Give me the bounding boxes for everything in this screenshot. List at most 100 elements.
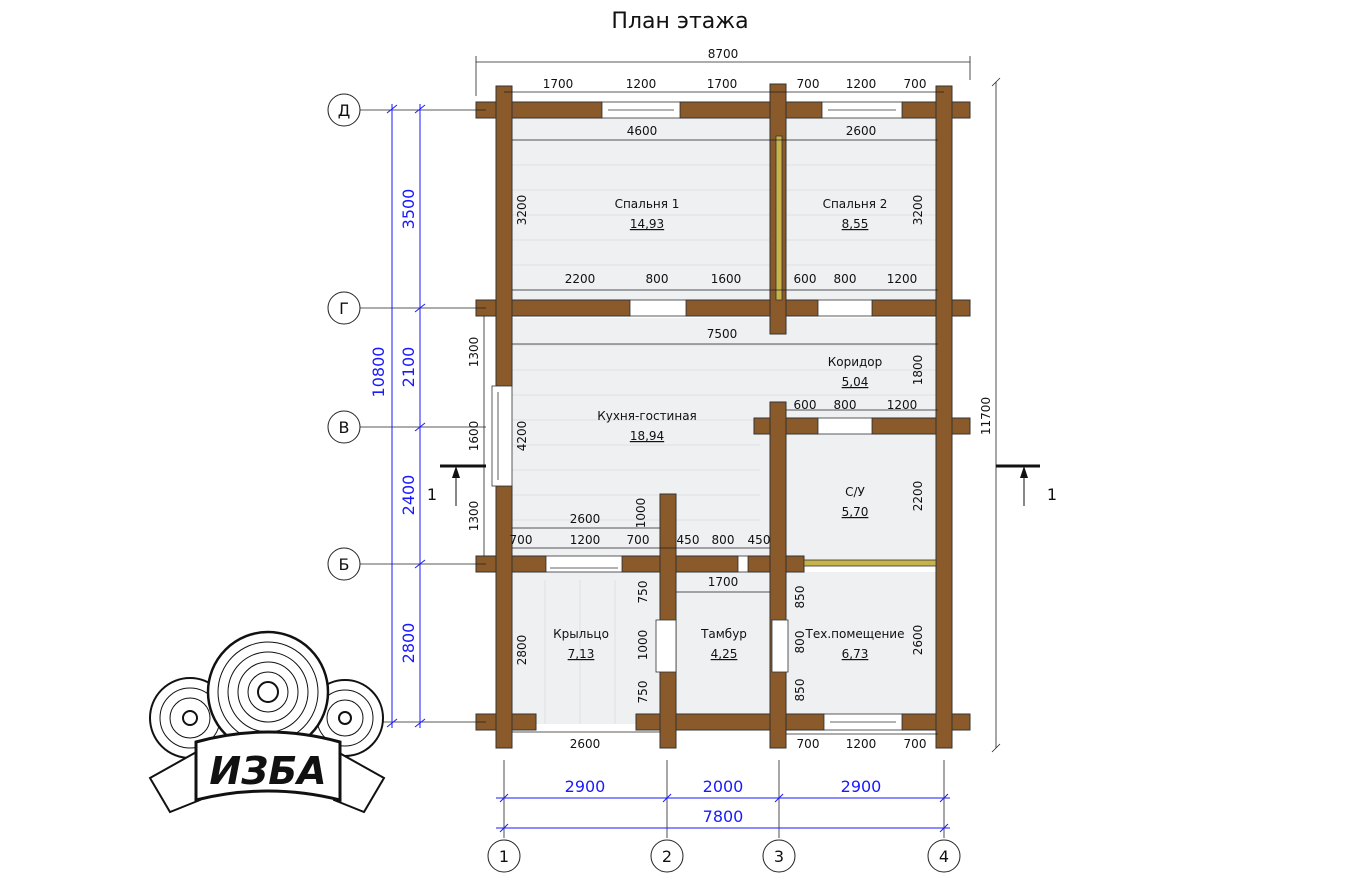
room-area: 14,93 — [630, 217, 664, 231]
axis-bubbles-numbers: 1 2 3 4 — [487, 839, 961, 873]
dim-text: 1200 — [846, 737, 877, 751]
dim-blue: 2800 — [399, 623, 418, 664]
room-name: Коридор — [828, 355, 883, 369]
dim-text: 1700 — [707, 77, 738, 91]
dim-text: 850 — [793, 586, 807, 609]
axis-label: Г — [339, 299, 349, 318]
dim-text: 850 — [793, 679, 807, 702]
blue-dimensions: 3500 2100 2400 2800 10800 2900 2000 2900… — [369, 189, 881, 826]
dim-blue: 3500 — [399, 189, 418, 230]
inner-dimensions: 4600 2600 2200 800 1600 600 800 1200 750… — [510, 124, 927, 751]
section-mark-left: 1 — [427, 485, 437, 504]
dim-text: 3200 — [911, 195, 925, 226]
dim-text: 1200 — [887, 272, 918, 286]
dim-text: 600 — [794, 272, 817, 286]
dim-text: 2600 — [570, 737, 601, 751]
plan-title: План этажа — [611, 9, 748, 34]
section-mark-right: 1 — [1047, 485, 1057, 504]
axis-label: В — [339, 418, 350, 437]
room-labels: Спальня 1 14,93 Спальня 2 8,55 Коридор 5… — [553, 197, 904, 661]
vertical-dimensions: 3200 3200 1300 1600 1300 4200 1800 2200 … — [467, 195, 993, 704]
dim-text: 700 — [797, 737, 820, 751]
dim-text: 2800 — [515, 635, 529, 666]
dim-text: 750 — [636, 581, 650, 604]
dim-text: 1200 — [570, 533, 601, 547]
room-name: Кухня-гостиная — [597, 409, 697, 423]
room-area: 8,55 — [842, 217, 869, 231]
dim-overall-height: 11700 — [979, 397, 993, 435]
dim-text: 1600 — [711, 272, 742, 286]
dim-text: 2200 — [911, 481, 925, 512]
room-name: Тамбур — [700, 627, 747, 641]
axis-label: 2 — [662, 847, 672, 866]
dim-text: 450 — [748, 533, 771, 547]
dim-text: 1700 — [543, 77, 574, 91]
axis-label: 1 — [499, 847, 509, 866]
dim-overall-width: 8700 — [708, 47, 739, 61]
room-name: Спальня 2 — [823, 197, 888, 211]
dim-text: 1200 — [626, 77, 657, 91]
dim-blue: 2100 — [399, 347, 418, 388]
dim-text: 450 — [677, 533, 700, 547]
dim-text: 800 — [834, 272, 857, 286]
axis-lines — [360, 56, 1001, 838]
room-area: 7,13 — [568, 647, 595, 661]
room-area: 5,70 — [842, 505, 869, 519]
logo-text: ИЗБА — [209, 749, 326, 793]
dim-blue: 2000 — [703, 777, 744, 796]
axis-bubbles-letters: Д Г В Б — [327, 93, 361, 581]
dim-text: 600 — [794, 398, 817, 412]
dim-text: 1300 — [467, 501, 481, 532]
dim-text: 800 — [834, 398, 857, 412]
section-marks: 1 1 — [427, 464, 1057, 506]
dim-blue: 7800 — [703, 807, 744, 826]
blue-dimension-lines — [386, 104, 950, 833]
top-dimensions: 8700 1700 1200 1700 700 1200 700 — [543, 47, 927, 91]
floor-areas — [510, 118, 938, 724]
axis-label: Д — [338, 101, 351, 120]
dim-text: 2600 — [846, 124, 877, 138]
dim-blue: 2400 — [399, 475, 418, 516]
dim-text: 2600 — [911, 625, 925, 656]
room-area: 5,04 — [842, 375, 869, 389]
dim-text: 1600 — [467, 421, 481, 452]
axis-label: 4 — [939, 847, 949, 866]
axis-label: Б — [339, 555, 350, 574]
room-name: Тех.помещение — [805, 627, 905, 641]
axis-label: 3 — [774, 847, 784, 866]
dim-text: 800 — [712, 533, 735, 547]
dim-text: 1200 — [846, 77, 877, 91]
dim-blue: 2900 — [841, 777, 882, 796]
dim-text: 1800 — [911, 355, 925, 386]
dim-blue: 10800 — [369, 347, 388, 398]
room-area: 18,94 — [630, 429, 664, 443]
izba-logo: ИЗБА — [148, 630, 386, 814]
dim-text: 700 — [904, 77, 927, 91]
room-name: Крыльцо — [553, 627, 609, 641]
openings — [491, 101, 903, 731]
room-area: 6,73 — [842, 647, 869, 661]
dim-text: 1000 — [636, 630, 650, 661]
dim-text: 800 — [646, 272, 669, 286]
dim-text: 2600 — [570, 512, 601, 526]
room-area: 4,25 — [711, 647, 738, 661]
dim-text: 4600 — [627, 124, 658, 138]
dim-text: 1700 — [708, 575, 739, 589]
dim-text: 4200 — [515, 421, 529, 452]
dim-blue: 2900 — [565, 777, 606, 796]
dim-text: 1200 — [887, 398, 918, 412]
dim-text: 750 — [636, 681, 650, 704]
dim-text: 700 — [627, 533, 650, 547]
dim-text: 1300 — [467, 337, 481, 368]
dim-text: 2200 — [565, 272, 596, 286]
dim-text: 700 — [797, 77, 820, 91]
room-name: С/У — [845, 485, 865, 499]
floor-boards — [510, 139, 938, 724]
dim-text: 1000 — [634, 498, 648, 529]
dim-text: 700 — [510, 533, 533, 547]
dim-text: 800 — [793, 631, 807, 654]
room-name: Спальня 1 — [615, 197, 680, 211]
dim-text: 7500 — [707, 327, 738, 341]
dim-text: 700 — [904, 737, 927, 751]
